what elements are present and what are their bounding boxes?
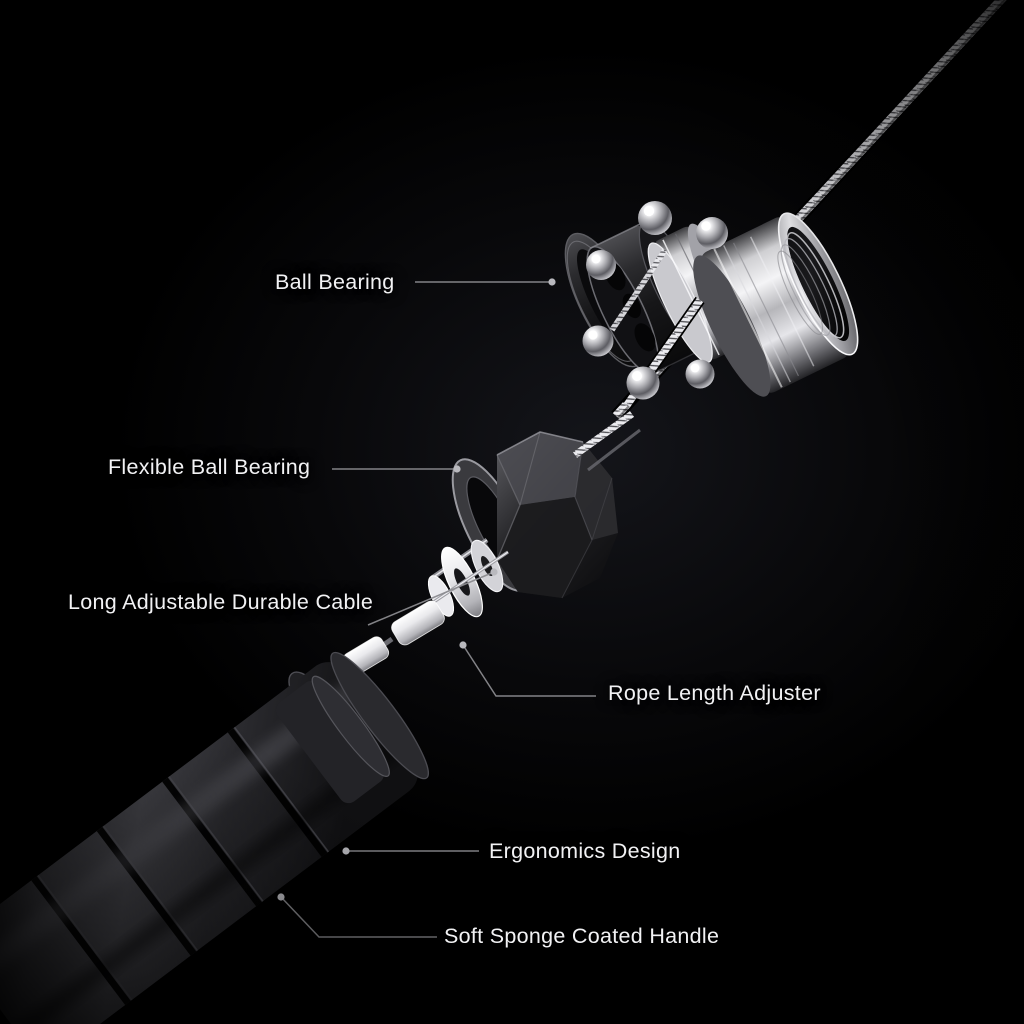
label-rope-length-adjuster: Rope Length Adjuster: [608, 681, 821, 705]
label-long-adjustable-durable-cable: Long Adjustable Durable Cable: [68, 590, 374, 614]
label-soft-sponge-coated-handle: Soft Sponge Coated Handle: [444, 924, 720, 948]
label-flexible-ball-bearing: Flexible Ball Bearing: [108, 455, 311, 479]
ball-bearing-unit: [564, 201, 859, 409]
handle-grip: [0, 651, 429, 1024]
label-ball-bearing: Ball Bearing: [275, 270, 395, 294]
label-ergonomics-design: Ergonomics Design: [489, 839, 681, 863]
